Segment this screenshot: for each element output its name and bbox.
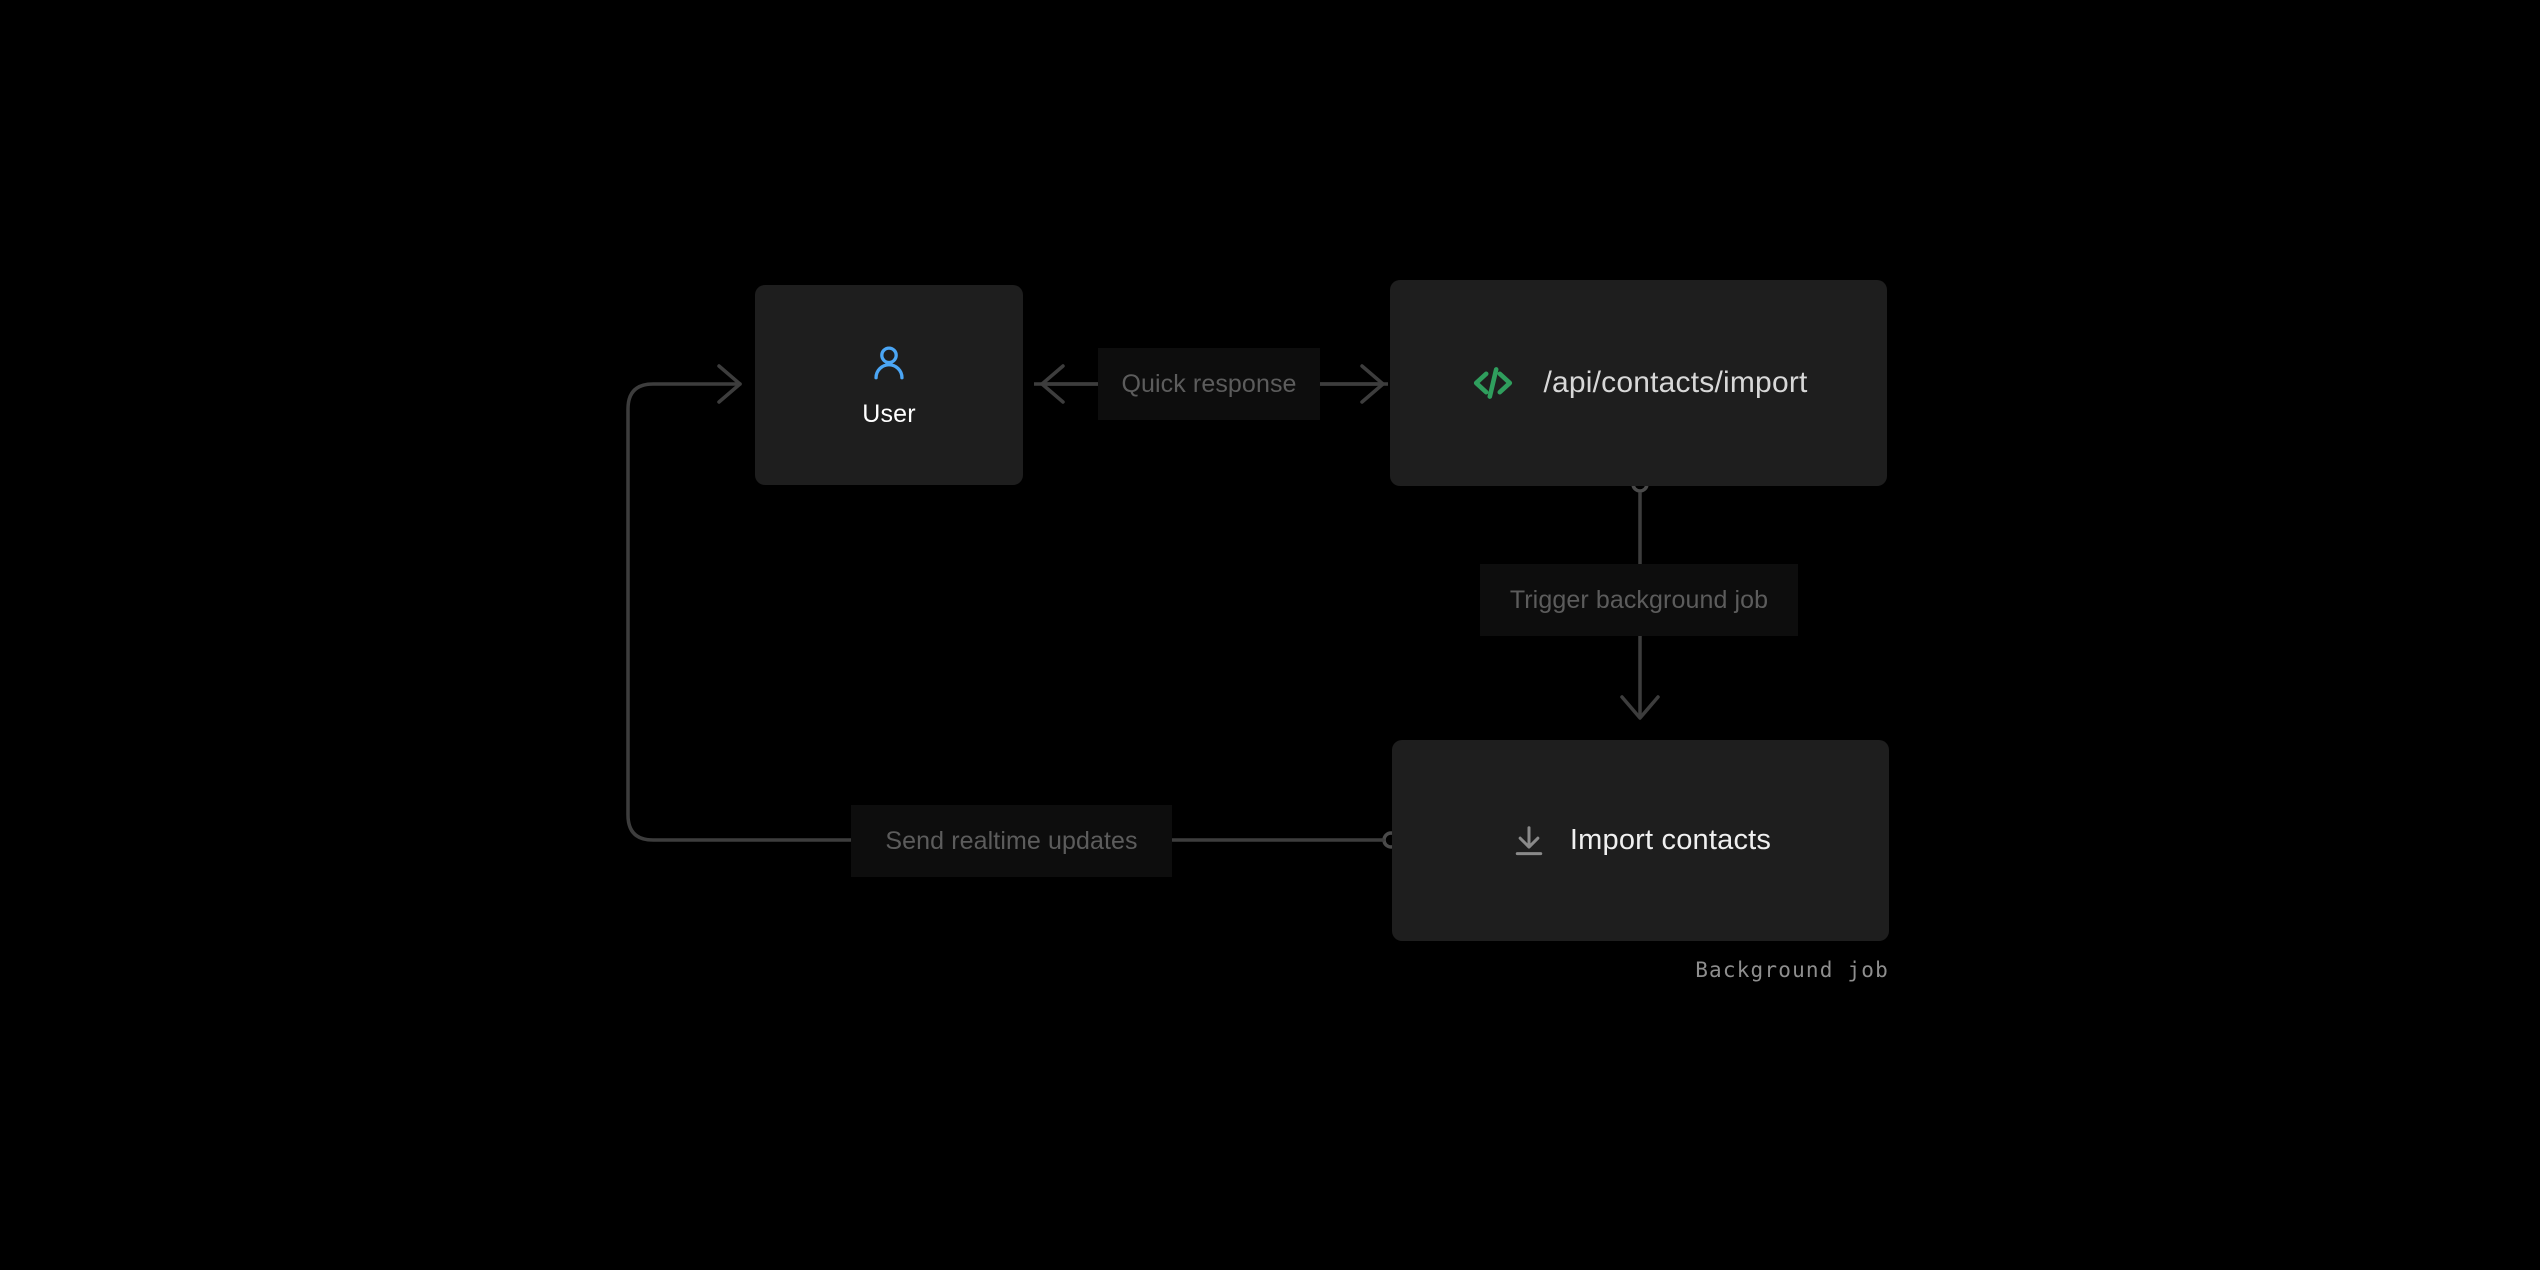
node-import-contacts-label: Import contacts — [1569, 824, 1772, 856]
edge-label-send-realtime-updates: Send realtime updates — [851, 805, 1172, 877]
node-import-contacts-caption: Background job — [1695, 958, 1889, 982]
arrowhead-left — [1040, 364, 1065, 404]
node-user[interactable]: User — [755, 285, 1023, 485]
node-user-label: User — [862, 399, 916, 428]
download-icon — [1510, 822, 1548, 860]
user-icon — [868, 342, 910, 384]
node-api-label: /api/contacts/import — [1543, 366, 1808, 399]
node-api-endpoint[interactable]: /api/contacts/import — [1390, 280, 1887, 486]
node-import-contacts[interactable]: Import contacts — [1392, 740, 1889, 941]
edge-label-trigger-background-job: Trigger background job — [1480, 564, 1798, 636]
arrowhead-down — [1620, 695, 1660, 720]
code-icon — [1469, 359, 1517, 407]
arrowhead-right — [1360, 364, 1385, 404]
edge-label-quick-response: Quick response — [1098, 348, 1320, 420]
arrowhead-right — [717, 364, 742, 404]
